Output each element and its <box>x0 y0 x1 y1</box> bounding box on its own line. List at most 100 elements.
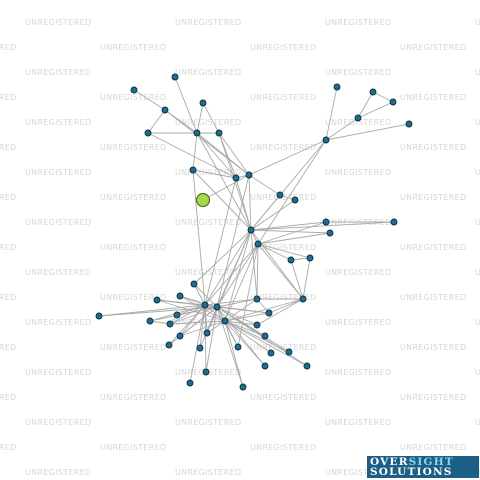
watermark-text: UNREGISTERED <box>0 443 16 452</box>
watermark-text: UNREGISTERED <box>325 318 391 327</box>
graph-node[interactable] <box>171 73 179 81</box>
graph-edge <box>204 229 252 306</box>
graph-node[interactable] <box>166 320 174 328</box>
graph-node[interactable] <box>254 240 262 248</box>
graph-node[interactable] <box>202 368 210 376</box>
graph-node[interactable] <box>369 88 377 96</box>
graph-node[interactable] <box>405 120 413 128</box>
graph-node[interactable] <box>267 349 275 357</box>
graph-node[interactable] <box>215 129 223 137</box>
graph-edge <box>325 86 338 141</box>
graph-node[interactable] <box>354 114 362 122</box>
graph-edge <box>216 306 244 388</box>
graph-node[interactable] <box>276 191 284 199</box>
graph-node[interactable] <box>299 295 307 303</box>
graph-node[interactable] <box>161 106 169 114</box>
graph-edge <box>168 306 218 346</box>
watermark-text: UNREGISTERED <box>0 143 16 152</box>
watermark-text: UNREGISTERED <box>400 443 466 452</box>
graph-node[interactable] <box>201 301 209 309</box>
graph-node[interactable] <box>153 296 161 304</box>
watermark-text: UNREGISTERED <box>100 293 166 302</box>
graph-node[interactable] <box>247 226 255 234</box>
watermark-text: UNREGISTERED <box>325 18 391 27</box>
watermark-text: UNREGISTERED <box>325 68 391 77</box>
graph-edge <box>192 169 206 306</box>
graph-node[interactable] <box>322 218 330 226</box>
graph-node[interactable] <box>389 98 397 106</box>
node-layer <box>95 73 413 391</box>
watermark-text: UNREGISTERED <box>475 118 480 127</box>
graph-edge <box>216 306 239 348</box>
graph-node[interactable] <box>234 343 242 351</box>
watermark-text: UNREGISTERED <box>250 293 316 302</box>
watermark-text: UNREGISTERED <box>100 243 166 252</box>
graph-node[interactable] <box>173 311 181 319</box>
graph-node[interactable] <box>261 332 269 340</box>
graph-node[interactable] <box>186 379 194 387</box>
graph-edge <box>257 232 331 245</box>
graph-edge <box>224 298 304 322</box>
graph-edge <box>250 221 327 231</box>
graph-node[interactable] <box>261 362 269 370</box>
watermark-text: UNREGISTERED <box>25 18 91 27</box>
graph-node[interactable] <box>245 171 253 179</box>
logo-word-over: OVER <box>370 456 409 468</box>
watermark-text: UNREGISTERED <box>100 393 166 402</box>
graph-edge <box>224 312 270 322</box>
graph-node[interactable] <box>199 99 207 107</box>
graph-node[interactable] <box>333 83 341 91</box>
graph-node[interactable] <box>265 309 273 317</box>
graph-edge <box>192 169 237 179</box>
graph-edge <box>147 109 166 134</box>
graph-node[interactable] <box>189 166 197 174</box>
graph-node[interactable] <box>322 136 330 144</box>
graph-node[interactable] <box>165 341 173 349</box>
watermark-text: UNREGISTERED <box>325 418 391 427</box>
graph-node[interactable] <box>239 383 247 391</box>
graph-edge <box>257 243 304 300</box>
watermark-text: UNREGISTERED <box>0 393 16 402</box>
graph-edge <box>372 91 394 103</box>
graph-edge <box>133 89 166 111</box>
graph-node[interactable] <box>303 362 311 370</box>
graph-node[interactable] <box>287 256 295 264</box>
graph-edge <box>248 139 327 176</box>
watermark-text: UNREGISTERED <box>475 218 480 227</box>
graph-node[interactable] <box>190 280 198 288</box>
graph-node[interactable] <box>326 229 334 237</box>
graph-node[interactable] <box>176 332 184 340</box>
graph-edge <box>193 229 252 285</box>
graph-node[interactable] <box>232 174 240 182</box>
graph-node[interactable] <box>130 86 138 94</box>
graph-node[interactable] <box>221 317 229 325</box>
graph-node[interactable] <box>390 218 398 226</box>
graph-edge <box>224 320 308 367</box>
graph-node[interactable] <box>144 129 152 137</box>
watermark-text: UNREGISTERED <box>175 418 241 427</box>
watermark-text: UNREGISTERED <box>475 18 480 27</box>
graph-node[interactable] <box>95 312 103 320</box>
graph-node[interactable] <box>285 348 293 356</box>
watermark-text: UNREGISTERED <box>25 168 91 177</box>
graph-node[interactable] <box>253 321 261 329</box>
watermark-layer: UNREGISTERED UNREGISTERED UNREGISTERED UNRE… <box>0 18 480 477</box>
graph-node[interactable] <box>213 303 221 311</box>
graph-edge <box>199 304 206 349</box>
graph-node[interactable] <box>193 129 201 137</box>
graph-node[interactable] <box>291 196 299 204</box>
graph-edge <box>216 306 258 326</box>
watermark-text: UNREGISTERED <box>250 143 316 152</box>
graph-node[interactable] <box>146 317 154 325</box>
graph-node[interactable] <box>253 295 261 303</box>
graph-node[interactable] <box>306 254 314 262</box>
watermark-text: UNREGISTERED <box>250 43 316 52</box>
graph-node[interactable] <box>203 329 211 337</box>
graph-edge <box>224 320 244 388</box>
graph-edge <box>290 259 304 300</box>
graph-node[interactable] <box>176 292 184 300</box>
graph-node[interactable] <box>196 344 204 352</box>
graph-edge <box>164 109 250 176</box>
focus-node[interactable] <box>196 193 210 207</box>
